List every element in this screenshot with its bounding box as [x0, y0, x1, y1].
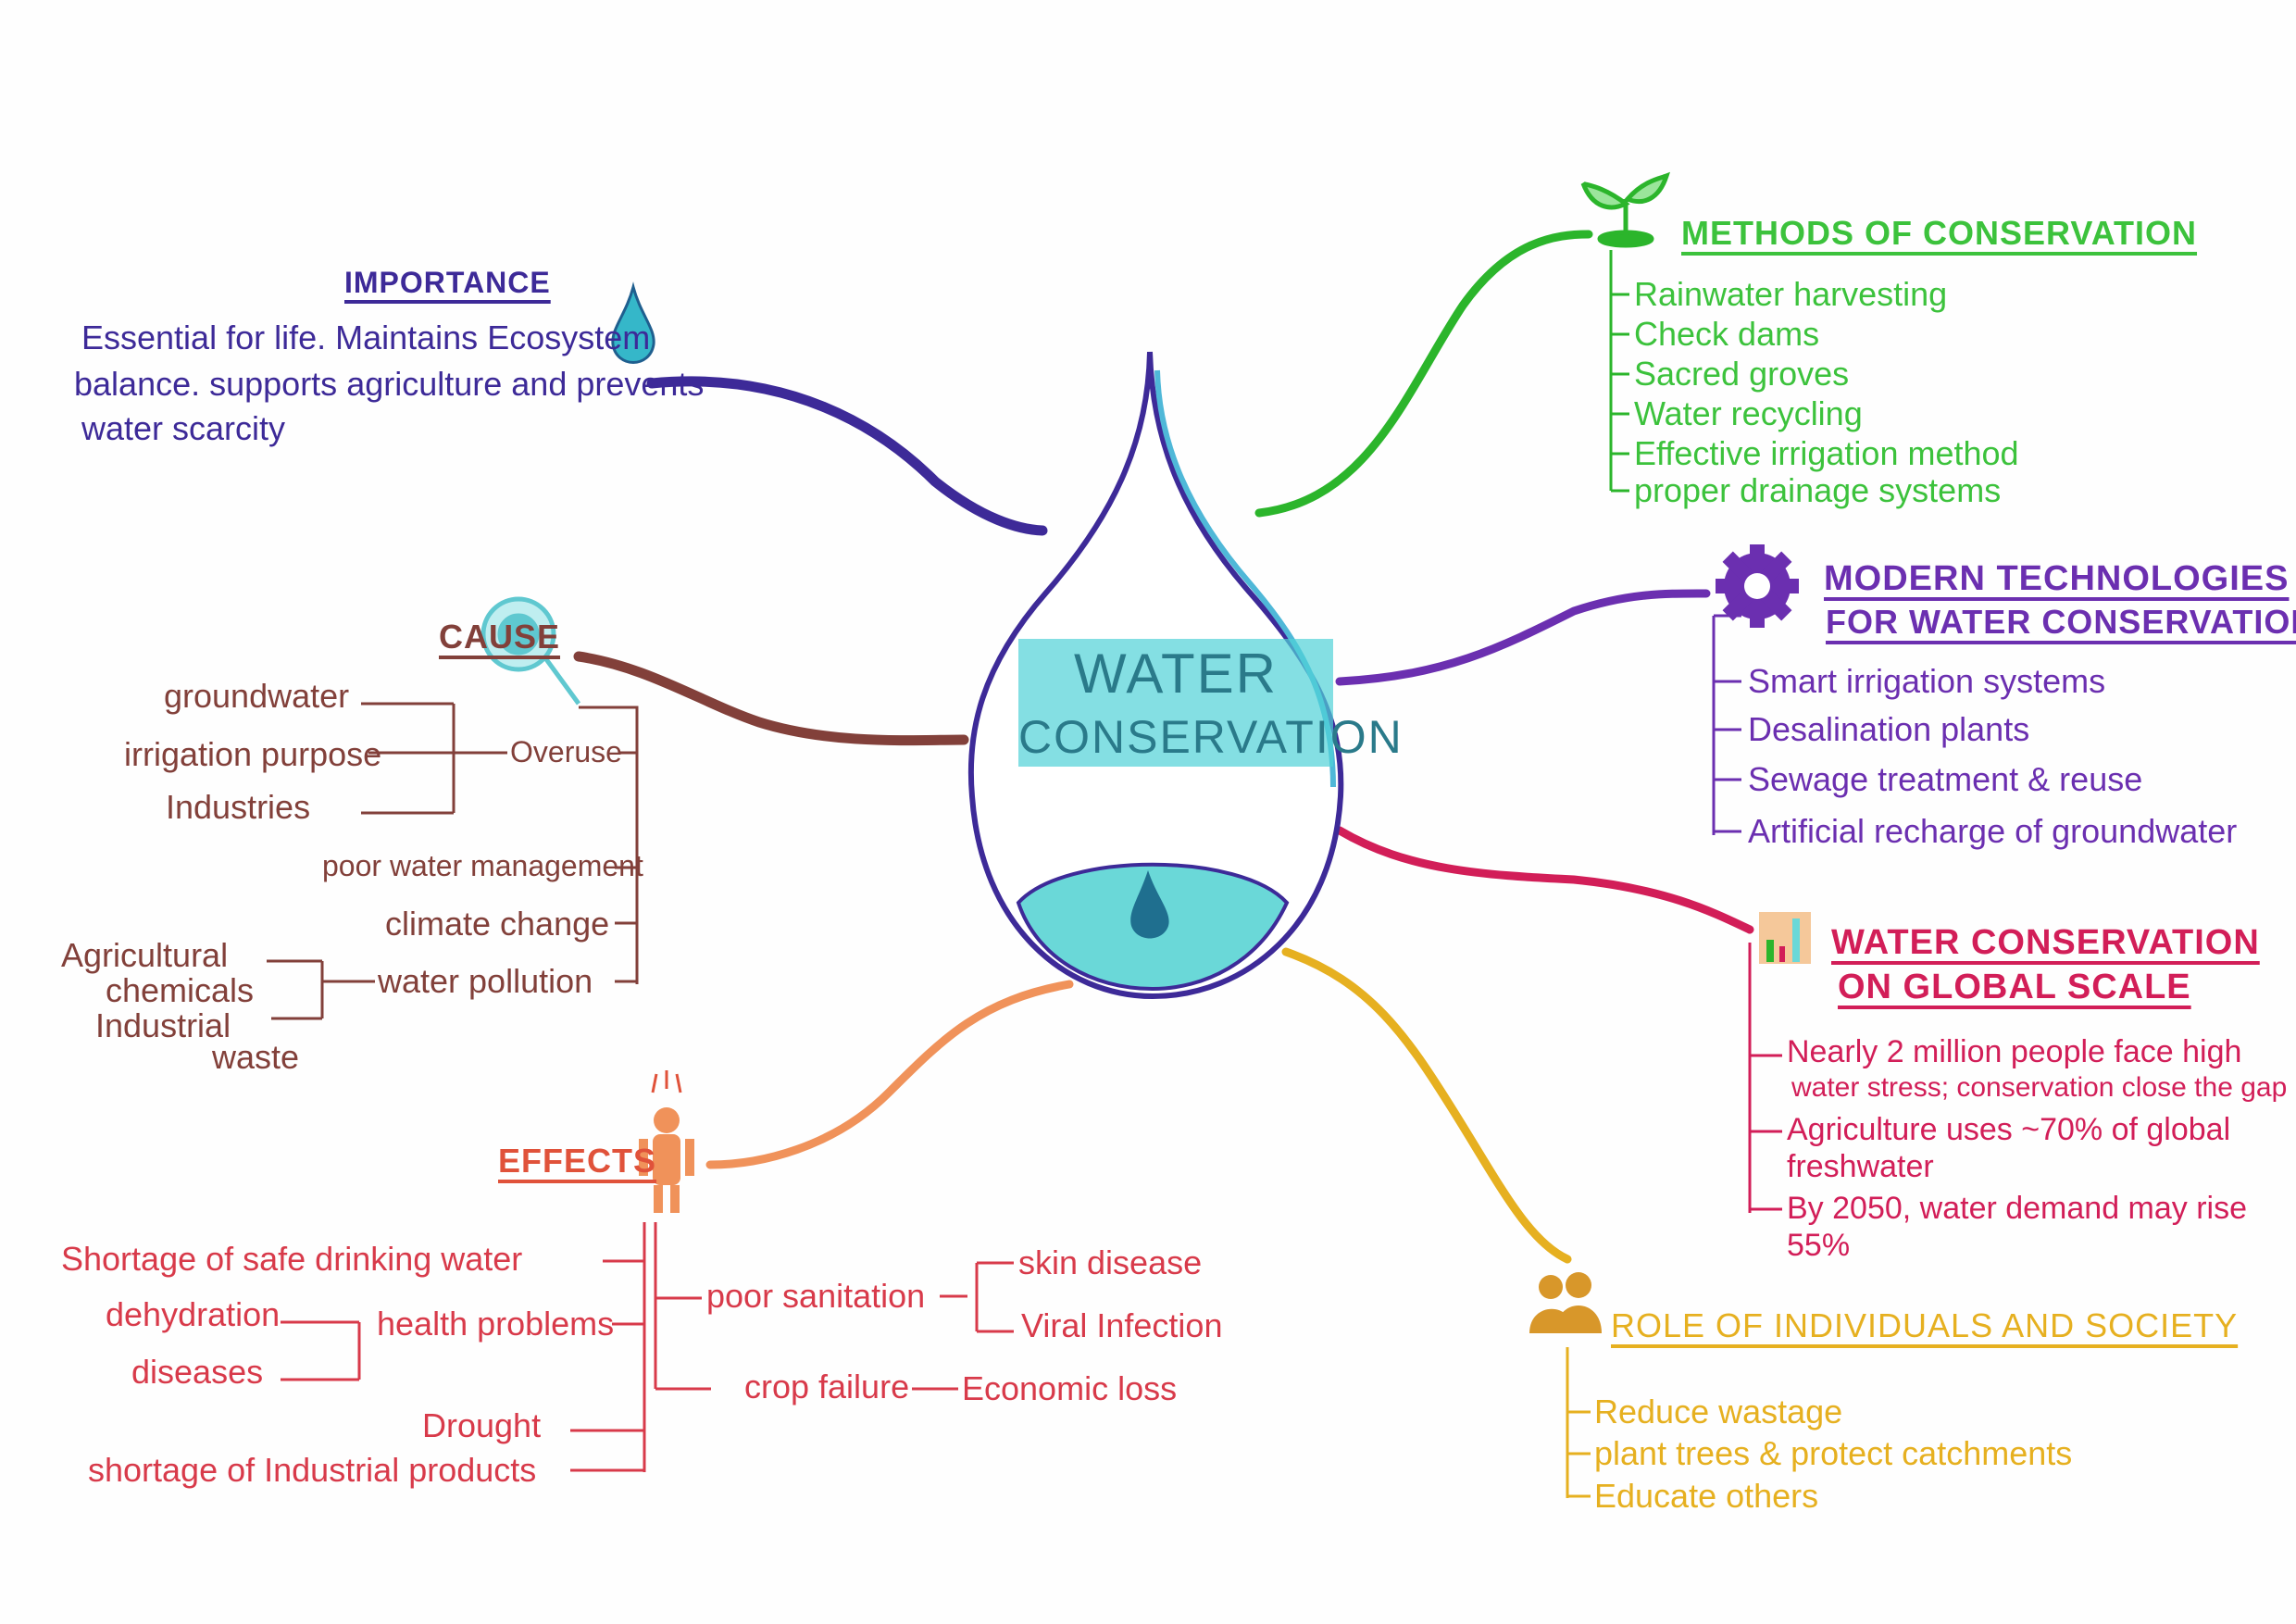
gear-icon: [1716, 544, 1799, 628]
global-title-line2: ON GLOBAL SCALE: [1838, 968, 2191, 1006]
effect-item: Drought: [422, 1406, 542, 1444]
branch-methods: [1254, 230, 1593, 518]
pollution-item: Industrial: [95, 1006, 231, 1044]
center-title-line1: WATER: [1018, 639, 1333, 708]
effect-item: crop failure: [744, 1368, 910, 1405]
modern-item: Sewage treatment & reuse: [1748, 760, 2143, 798]
importance-drop-icon: [611, 281, 655, 364]
sanitation-item: skin disease: [1018, 1243, 1203, 1281]
cause-item: water pollution: [378, 962, 593, 1000]
methods-title: METHODS OF CONSERVATION: [1681, 214, 2198, 252]
global-item: water stress; conservation close the gap: [1791, 1072, 2288, 1103]
sprout-icon: [1580, 171, 1670, 248]
cause-title: CAUSE: [439, 618, 561, 656]
overuse-item: irrigation purpose: [124, 735, 382, 773]
modern-item: Artificial recharge of groundwater: [1748, 812, 2238, 850]
branch-effects: [705, 980, 1074, 1169]
importance-title: IMPORTANCE: [344, 266, 551, 299]
importance-line: Essential for life. Maintains Ecosystem: [81, 319, 651, 356]
global-item: Agriculture uses ~70% of global: [1787, 1112, 2231, 1147]
overuse-item: Industries: [166, 788, 311, 826]
modern-title-line1: MODERN TECHNOLOGIES: [1824, 559, 2290, 598]
small-drop-icon: [1130, 870, 1169, 939]
health-item: dehydration: [106, 1295, 281, 1333]
role-item: plant trees & protect catchments: [1594, 1434, 2073, 1472]
pollution-item: chemicals: [106, 971, 255, 1009]
branch-cause: [573, 651, 969, 746]
cause-overuse: Overuse: [510, 735, 622, 768]
overuse-item: groundwater: [164, 677, 350, 715]
sanitation-item: Viral Infection: [1021, 1306, 1223, 1344]
global-item: By 2050, water demand may rise: [1787, 1191, 2248, 1226]
method-item: Water recycling: [1634, 394, 1863, 432]
method-item: Check dams: [1634, 315, 1820, 353]
pollution-item: waste: [212, 1038, 300, 1076]
effect-item: Shortage of safe drinking water: [61, 1240, 523, 1278]
effect-item: poor sanitation: [706, 1277, 926, 1315]
effects-title: EFFECTS: [498, 1142, 657, 1180]
magnifier-icon: [480, 596, 581, 706]
effect-item: health problems: [377, 1305, 615, 1343]
modern-title-line2: FOR WATER CONSERVATION: [1826, 603, 2296, 641]
branch-modern: [1335, 589, 1711, 686]
role-item: Educate others: [1594, 1477, 1819, 1515]
importance-line: water scarcity: [81, 409, 286, 447]
people-icon: [1529, 1272, 1602, 1333]
stressed-person-icon: [639, 1070, 694, 1213]
central-topic: WATER CONSERVATION: [1018, 639, 1402, 767]
method-item: Effective irrigation method: [1634, 434, 2019, 472]
cause-item: poor water management: [322, 849, 643, 882]
role-item: Reduce wastage: [1594, 1393, 1843, 1430]
global-title-line1: WATER CONSERVATION: [1831, 923, 2260, 962]
importance-line: balance. supports agriculture and preven…: [74, 365, 705, 403]
bar-chart-icon: [1759, 912, 1811, 964]
method-item: Sacred groves: [1634, 355, 1850, 393]
branch-global: [1335, 826, 1754, 934]
global-item: 55%: [1787, 1228, 1851, 1263]
cause-item: climate change: [385, 905, 610, 943]
branch-importance: [646, 376, 1048, 536]
global-item: freshwater: [1787, 1149, 1934, 1184]
method-item: Rainwater harvesting: [1634, 275, 1948, 313]
global-item: Nearly 2 million people face high: [1787, 1034, 2242, 1069]
modern-item: Desalination plants: [1748, 710, 2030, 748]
modern-item: Smart irrigation systems: [1748, 662, 2106, 700]
effect-item: Economic loss: [962, 1369, 1178, 1407]
center-title-line2: CONSERVATION: [1018, 708, 1402, 767]
method-item: proper drainage systems: [1634, 471, 2002, 509]
health-item: diseases: [131, 1353, 264, 1391]
branch-role: [1281, 947, 1572, 1264]
pollution-item: Agricultural: [61, 936, 229, 974]
role-title: ROLE OF INDIVIDUALS AND SOCIETY: [1611, 1306, 2239, 1344]
effect-item: shortage of Industrial products: [88, 1451, 537, 1489]
